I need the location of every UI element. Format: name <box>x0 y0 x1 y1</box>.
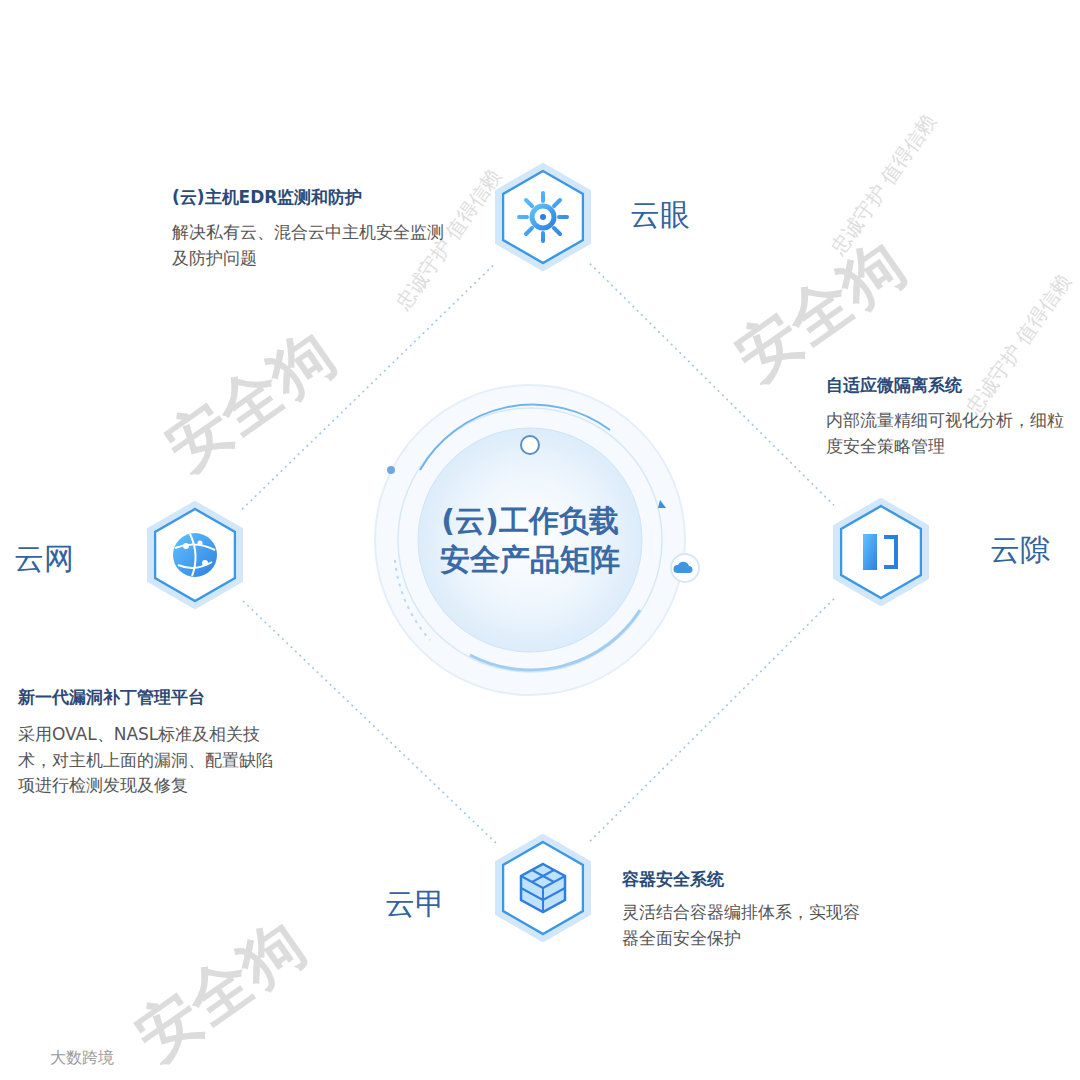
product-description: 解决私有云、混合云中主机安全监测及防护问题 <box>172 220 457 271</box>
product-description: 灵活结合容器编排体系，实现容器全面安全保护 <box>622 900 872 951</box>
product-heading: 自适应微隔离系统 <box>826 374 962 397</box>
ring-badge <box>521 436 539 454</box>
inner-disc <box>418 428 642 652</box>
ring-marker <box>658 500 666 508</box>
cube-icon <box>521 864 565 912</box>
watermark-slogan: 忠诚守护 值得信赖 <box>825 109 943 261</box>
ring-dot <box>387 466 395 474</box>
product-hexagon: 云网 <box>147 501 243 609</box>
outer-ring <box>375 385 685 695</box>
watermark: 安全狗 <box>720 223 921 398</box>
globe-icon <box>173 533 217 577</box>
dotted-connector <box>590 599 834 842</box>
hexagon-outline <box>833 498 929 606</box>
product-heading: 容器安全系统 <box>622 868 724 891</box>
watermark: 安全狗 <box>150 313 351 488</box>
product-hexagon: 云隙 <box>833 498 929 606</box>
ring-arc <box>420 405 610 470</box>
ring-arc <box>470 610 640 670</box>
product-name: 云甲 <box>385 886 445 922</box>
eye-gear-icon <box>519 193 567 241</box>
product-description: 采用OVAL、NASL标准及相关技术，对主机上面的漏洞、配置缺陷项进行检测发现及… <box>18 722 288 799</box>
source-credit: 大数跨境 <box>50 1048 114 1069</box>
product-heading: 新一代漏洞补丁管理平台 <box>18 686 205 709</box>
ring <box>398 408 662 672</box>
center-circle: (云)工作负载 安全产品矩阵 <box>400 410 660 670</box>
product-heading: (云)主机EDR监测和防护 <box>172 186 362 209</box>
product-name: 云眼 <box>630 197 690 233</box>
watermark-slogan: 忠诚守护 值得信赖 <box>960 269 1078 421</box>
matrix-title: (云)工作负载 安全产品矩阵 <box>423 501 638 579</box>
hexagon-outline <box>495 163 591 271</box>
product-name: 云网 <box>14 541 74 577</box>
product-hexagon: 云甲 <box>495 834 591 942</box>
cloud-badge <box>671 554 699 582</box>
hexagon-outline <box>495 834 591 942</box>
dotted-connector <box>242 600 496 843</box>
cloud-icon <box>673 562 692 573</box>
ring-arc <box>395 560 430 640</box>
hexagon-outline <box>147 501 243 609</box>
product-name: 云隙 <box>990 532 1050 568</box>
product-description: 内部流量精细可视化分析，细粒度安全策略管理 <box>826 408 1066 459</box>
product-hexagon: 云眼 <box>495 163 591 271</box>
watermark: 安全狗 <box>120 903 321 1078</box>
gap-icon <box>863 534 896 570</box>
